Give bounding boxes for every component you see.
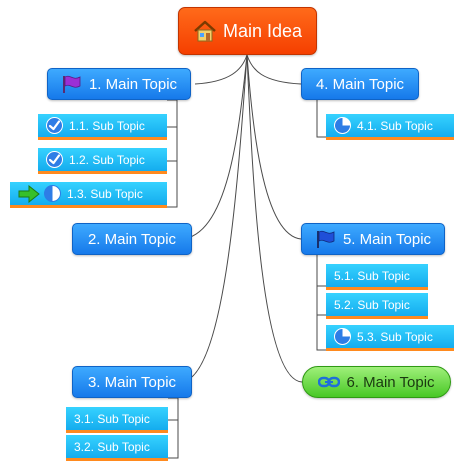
progress-three-quarter-icon [334, 328, 351, 345]
connector-root-topic3 [180, 54, 248, 383]
arrow-right-icon [18, 184, 40, 203]
sub-topic-4-1-label: 4.1. Sub Topic [357, 118, 433, 133]
connector-root-topic6 [246, 54, 303, 383]
connector-root-topic4 [246, 54, 302, 85]
home-icon [193, 20, 217, 42]
sub-topic-5-1[interactable]: 5.1. Sub Topic [326, 264, 428, 290]
main-topic-4[interactable]: 4. Main Topic [301, 68, 419, 100]
check-icon [46, 117, 63, 134]
root-node-main-idea[interactable]: Main Idea [178, 7, 317, 55]
sub-topic-5-2[interactable]: 5.2. Sub Topic [326, 293, 428, 319]
main-topic-3[interactable]: 3. Main Topic [72, 366, 192, 398]
sub-topic-3-1-label: 3.1. Sub Topic [74, 411, 150, 426]
main-topic-5[interactable]: 5. Main Topic [301, 223, 445, 255]
sub-topic-5-3-label: 5.3. Sub Topic [357, 329, 433, 344]
root-label: Main Idea [222, 20, 303, 41]
main-topic-4-label: 4. Main Topic [315, 75, 405, 93]
flag-blue-icon [315, 229, 337, 249]
sub-topic-1-3-label: 1.3. Sub Topic [67, 186, 143, 201]
connector-topic3-subs [168, 397, 179, 459]
sub-topic-1-1[interactable]: 1.1. Sub Topic [38, 114, 167, 140]
main-topic-6[interactable]: 6. Main Topic [302, 366, 451, 398]
sub-topic-3-2-label: 3.2. Sub Topic [74, 439, 150, 454]
sub-topic-1-3[interactable]: 1.3. Sub Topic [10, 182, 167, 208]
sub-topic-1-2-label: 1.2. Sub Topic [69, 152, 145, 167]
sub-topic-5-1-label: 5.1. Sub Topic [334, 268, 410, 283]
progress-half-icon [44, 185, 61, 202]
main-topic-2-label: 2. Main Topic [87, 230, 177, 248]
connector-topic1-subs [167, 99, 178, 208]
check-icon [46, 151, 63, 168]
main-topic-1-label: 1. Main Topic [88, 75, 178, 93]
sub-topic-5-2-label: 5.2. Sub Topic [334, 297, 410, 312]
link-icon [318, 375, 341, 389]
main-topic-2[interactable]: 2. Main Topic [72, 223, 192, 255]
sub-topic-3-1[interactable]: 3.1. Sub Topic [66, 407, 168, 433]
connector-topic4-subs [316, 100, 326, 138]
main-topic-5-label: 5. Main Topic [342, 230, 432, 248]
sub-topic-1-2[interactable]: 1.2. Sub Topic [38, 148, 167, 174]
sub-topic-5-3[interactable]: 5.3. Sub Topic [326, 325, 454, 351]
connector-root-topic5 [246, 54, 302, 240]
sub-topic-4-1[interactable]: 4.1. Sub Topic [326, 114, 454, 140]
main-topic-1[interactable]: 1. Main Topic [47, 68, 191, 100]
main-topic-3-label: 3. Main Topic [87, 373, 177, 391]
sub-topic-3-2[interactable]: 3.2. Sub Topic [66, 435, 168, 461]
connector-topic5-subs [316, 255, 326, 351]
sub-topic-1-1-label: 1.1. Sub Topic [69, 118, 145, 133]
connector-root-topic2 [181, 54, 248, 240]
flag-purple-icon [61, 74, 83, 94]
progress-three-quarter-icon [334, 117, 351, 134]
main-topic-6-label: 6. Main Topic [346, 373, 435, 391]
connector-root-topic1 [194, 54, 248, 85]
